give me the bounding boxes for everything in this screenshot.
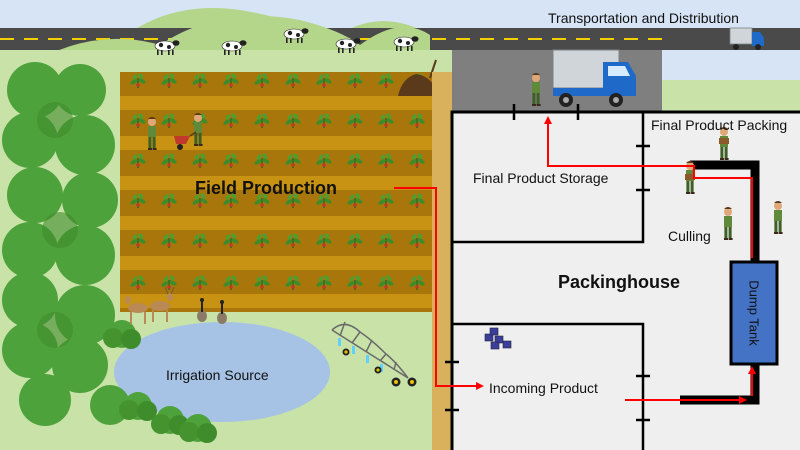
label-dump-tank: Dump Tank xyxy=(746,280,762,346)
label-final-product-packing: Final Product Packing xyxy=(651,117,788,133)
label-irrigation-source: Irrigation Source xyxy=(166,367,269,383)
label-packinghouse: Packinghouse xyxy=(558,272,681,292)
label-field-production: Field Production xyxy=(195,178,337,198)
label-culling: Culling xyxy=(668,228,711,244)
label-incoming-product: Incoming Product xyxy=(489,380,598,396)
label-final-product-storage: Final Product Storage xyxy=(473,170,609,186)
label-transportation-distribution: Transportation and Distribution xyxy=(548,10,739,26)
